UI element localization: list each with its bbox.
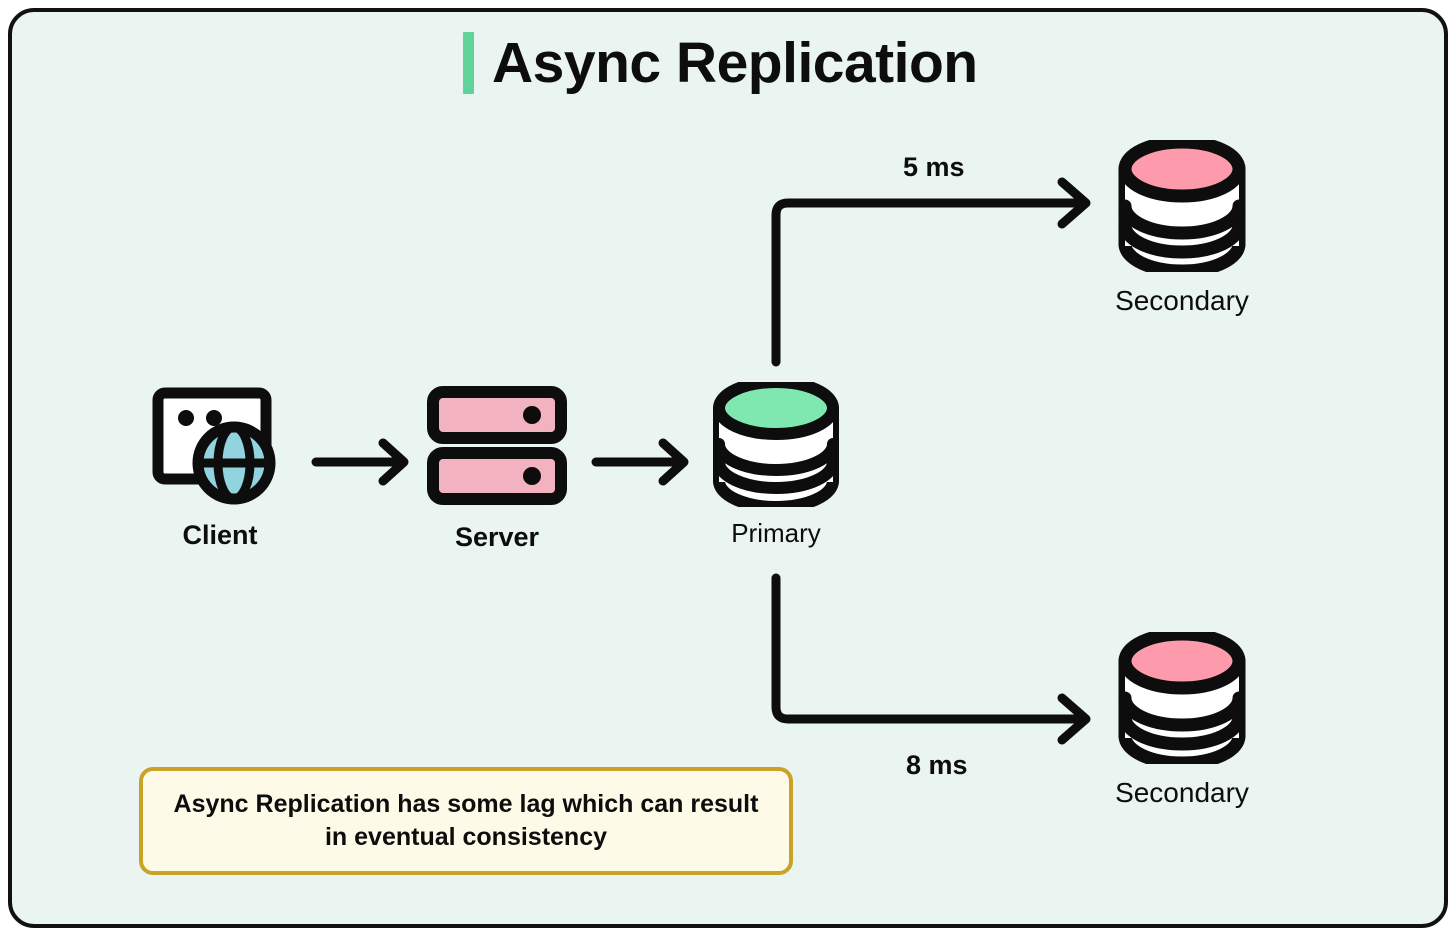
browser-globe-icon: [152, 387, 276, 505]
note-text: Async Replication has some lag which can…: [173, 789, 759, 851]
node-label-primary: Primary: [731, 518, 821, 548]
server-rack-icon: [427, 386, 567, 505]
title-text: Async Replication: [492, 30, 978, 95]
database-icon: [1118, 627, 1246, 770]
database-icon: [1118, 135, 1246, 278]
title-accent-bar: [463, 32, 474, 94]
note-callout: Async Replication has some lag which can…: [139, 767, 793, 875]
node-secondary-top[interactable]: Secondary: [1112, 135, 1252, 317]
node-label-server: Server: [454, 522, 540, 552]
node-primary[interactable]: Primary: [706, 376, 846, 549]
node-label-secondary-top: Secondary: [1115, 285, 1249, 316]
latency-label-top: 5 ms: [903, 152, 965, 182]
database-icon: [713, 376, 839, 513]
node-label-client: Client: [182, 520, 258, 550]
node-server[interactable]: Server: [426, 385, 568, 553]
node-label-secondary-bottom: Secondary: [1115, 777, 1249, 808]
latency-label-bottom: 8 ms: [906, 750, 968, 780]
node-secondary-bottom[interactable]: Secondary: [1112, 627, 1252, 809]
node-client[interactable]: Client: [150, 385, 290, 551]
page-title: Async Replication: [463, 32, 978, 94]
